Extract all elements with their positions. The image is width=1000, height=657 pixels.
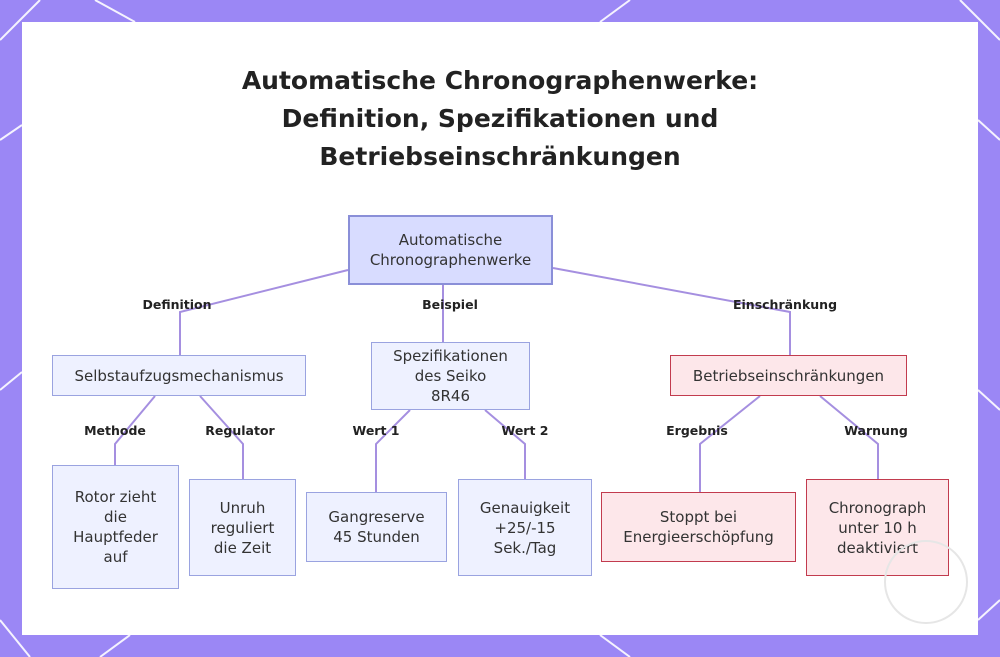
edge-label-method: Methode [84,423,146,438]
edge-method [114,395,156,465]
edge-label-result: Ergebnis [666,423,728,438]
edge-restriction [552,267,791,355]
edge-label-example: Beispiel [422,297,478,312]
node-operating-limitations: Betriebseinschränkungen [670,355,907,396]
node-power-reserve: Gangreserve 45 Stunden [306,492,447,562]
edge-regulator [199,395,244,479]
edge-warning [819,395,879,479]
edge-label-value1: Wert 1 [352,423,400,438]
edge-definition [179,269,349,355]
node-balance-regulates-time: Unruh reguliert die Zeit [189,479,296,576]
edge-value2 [484,409,526,479]
title-line-2: Definition, Spezifikationen und [281,104,719,133]
title-line-1: Automatische Chronographenwerke: [241,66,759,95]
edge-label-value2: Wert 2 [501,423,549,438]
edge-label-warning: Warnung [844,423,908,438]
diagram-title: Automatische Chronographenwerke: Definit… [0,62,1000,176]
edge-label-definition: Definition [142,297,212,312]
edge-value1 [375,409,411,492]
edge-label-regulator: Regulator [205,423,275,438]
node-automatic-chronograph-movements: Automatische Chronographenwerke [348,215,553,285]
node-seiko-8r46-specs: Spezifikationen des Seiko 8R46 [371,342,530,410]
edge-result [699,395,761,492]
title-line-3: Betriebseinschränkungen [319,142,681,171]
edge-label-restriction: Einschränkung [732,297,838,312]
node-accuracy: Genauigkeit +25/-15 Sek./Tag [458,479,592,576]
node-chronograph-disabled-under-10h: Chronograph unter 10 h deaktiviert [806,479,949,576]
node-stops-when-energy-depleted: Stoppt bei Energieerschöpfung [601,492,796,562]
node-rotor-winds-mainspring: Rotor zieht die Hauptfeder auf [52,465,179,589]
watermark-logo [884,540,968,624]
node-self-winding-mechanism: Selbstaufzugsmechanismus [52,355,306,396]
